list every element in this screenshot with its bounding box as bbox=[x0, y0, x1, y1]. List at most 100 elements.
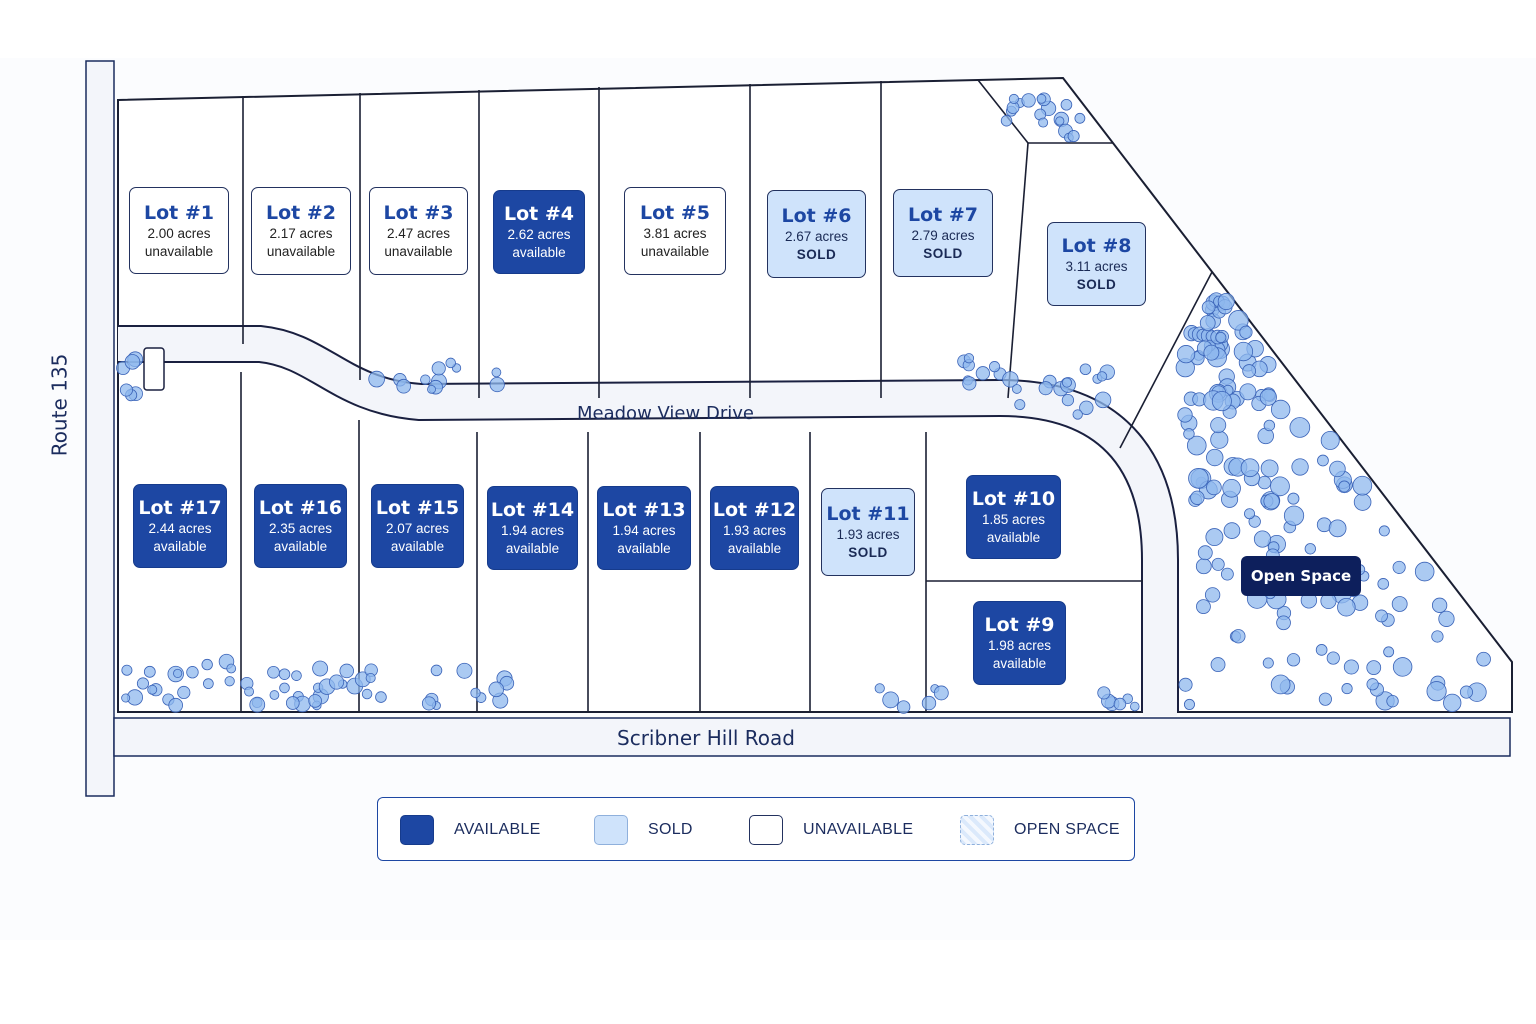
lot-3-card[interactable]: Lot #3 2.47 acres unavailable bbox=[369, 187, 468, 275]
tree-icon bbox=[988, 361, 1001, 373]
tree-icon bbox=[1304, 543, 1316, 555]
lot-9-status: available bbox=[992, 656, 1047, 671]
tree-icon bbox=[1366, 660, 1382, 675]
tree-icon bbox=[329, 674, 345, 690]
lot-13-card[interactable]: Lot #13 1.94 acres available bbox=[597, 486, 691, 570]
lot-6-acres: 2.67 acres bbox=[784, 229, 849, 244]
tree-icon bbox=[1233, 341, 1254, 362]
tree-icon bbox=[1431, 597, 1448, 613]
lot-2-acres: 2.17 acres bbox=[269, 226, 333, 241]
lot-17-card[interactable]: Lot #17 2.44 acres available bbox=[133, 484, 227, 568]
tree-icon bbox=[470, 687, 481, 699]
tree-icon bbox=[249, 696, 266, 713]
tree-icon bbox=[420, 374, 431, 385]
lot-7-card[interactable]: Lot #7 2.79 acres SOLD bbox=[893, 189, 993, 277]
tree-icon bbox=[1259, 388, 1277, 406]
drive-notch bbox=[143, 347, 165, 391]
lot-7-status: SOLD bbox=[923, 246, 963, 261]
tree-icon bbox=[1392, 657, 1413, 677]
tree-icon bbox=[143, 665, 156, 678]
lot-1-card[interactable]: Lot #1 2.00 acres unavailable bbox=[129, 187, 229, 274]
lot-17-status: available bbox=[153, 539, 207, 554]
lot-8-card[interactable]: Lot #8 3.11 acres SOLD bbox=[1047, 222, 1146, 306]
route-135-label: Route 135 bbox=[47, 353, 72, 457]
tree-icon bbox=[1183, 698, 1195, 710]
tree-icon bbox=[1353, 493, 1372, 511]
tree-icon bbox=[896, 700, 911, 714]
lot-8-status: SOLD bbox=[1076, 277, 1117, 292]
lot-17-acres: 2.44 acres bbox=[148, 521, 212, 536]
tree-icon bbox=[1476, 651, 1491, 667]
lot-16-status: available bbox=[273, 539, 328, 554]
tree-icon bbox=[267, 665, 280, 679]
lot-11-status: SOLD bbox=[848, 545, 888, 560]
tree-icon bbox=[186, 666, 199, 679]
tree-icon bbox=[1414, 561, 1435, 582]
open-space-badge[interactable]: Open Space bbox=[1241, 556, 1361, 596]
lot-7-name: Lot #7 bbox=[908, 204, 978, 226]
lot-8-name: Lot #8 bbox=[1061, 235, 1132, 257]
tree-icon bbox=[1061, 393, 1075, 407]
tree-icon bbox=[375, 691, 387, 703]
tree-icon bbox=[1072, 409, 1083, 420]
lot-3-name: Lot #3 bbox=[383, 202, 454, 224]
route-135-road bbox=[85, 60, 115, 797]
tree-icon bbox=[1392, 560, 1406, 574]
tree-icon bbox=[1386, 694, 1399, 708]
tree-icon bbox=[1352, 475, 1373, 496]
tree-icon bbox=[1378, 525, 1390, 537]
tree-icon bbox=[1431, 630, 1444, 643]
tree-icon bbox=[1177, 407, 1193, 423]
tree-icon bbox=[278, 668, 291, 680]
lot-4-card[interactable]: Lot #4 2.62 acres available bbox=[493, 190, 585, 274]
lot-9-card[interactable]: Lot #9 1.98 acres available bbox=[973, 601, 1066, 685]
legend-label-sold: SOLD bbox=[648, 821, 693, 838]
tree-icon bbox=[1211, 557, 1225, 571]
tree-icon bbox=[491, 367, 502, 378]
tree-icon bbox=[1197, 545, 1213, 561]
tree-icon bbox=[1270, 399, 1291, 420]
tree-icon bbox=[202, 678, 214, 690]
legend-item-available: AVAILABLE bbox=[400, 814, 541, 846]
tree-icon bbox=[1204, 587, 1221, 603]
lot-5-acres: 3.81 acres bbox=[643, 226, 707, 241]
lot-10-card[interactable]: Lot #10 1.85 acres available bbox=[966, 475, 1061, 559]
tree-icon bbox=[1021, 93, 1036, 108]
tree-icon bbox=[1262, 657, 1274, 669]
tree-icon bbox=[1270, 476, 1290, 497]
lot-5-status: unavailable bbox=[640, 244, 710, 259]
tree-icon bbox=[168, 697, 184, 713]
lot-14-card[interactable]: Lot #14 1.94 acres available bbox=[487, 486, 578, 570]
lot-16-card[interactable]: Lot #16 2.35 acres available bbox=[254, 484, 347, 568]
tree-icon bbox=[1231, 629, 1246, 644]
lot-2-card[interactable]: Lot #2 2.17 acres unavailable bbox=[251, 187, 351, 275]
legend-item-sold: SOLD bbox=[594, 814, 693, 846]
lot-10-status: available bbox=[986, 530, 1041, 545]
tree-icon bbox=[1426, 681, 1447, 702]
lot-1-acres: 2.00 acres bbox=[147, 225, 211, 241]
tree-icon bbox=[1176, 345, 1196, 364]
tree-icon bbox=[1343, 659, 1359, 675]
tree-icon bbox=[1289, 417, 1311, 438]
lot-6-card[interactable]: Lot #6 2.67 acres SOLD bbox=[767, 190, 866, 278]
lot-5-card[interactable]: Lot #5 3.81 acres unavailable bbox=[624, 187, 726, 275]
tree-icon bbox=[1239, 325, 1253, 339]
lot-11-card[interactable]: Lot #11 1.93 acres SOLD bbox=[821, 488, 915, 576]
lot-15-card[interactable]: Lot #15 2.07 acres available bbox=[371, 484, 464, 568]
tree-icon bbox=[1317, 454, 1329, 467]
tree-icon bbox=[882, 691, 900, 709]
tree-icon bbox=[1038, 117, 1049, 128]
tree-icon bbox=[421, 696, 436, 711]
lot-13-acres: 1.94 acres bbox=[612, 523, 676, 538]
lot-12-card[interactable]: Lot #12 1.93 acres available bbox=[710, 486, 799, 570]
tree-icon bbox=[1375, 609, 1388, 623]
tree-icon bbox=[1253, 530, 1271, 548]
tree-icon bbox=[1215, 331, 1227, 344]
tree-icon bbox=[396, 378, 411, 394]
legend-swatch-available bbox=[400, 815, 434, 845]
lot-14-status: available bbox=[505, 541, 560, 556]
tree-icon bbox=[1383, 646, 1395, 658]
tree-icon bbox=[1188, 468, 1209, 489]
tree-icon bbox=[1060, 98, 1073, 111]
